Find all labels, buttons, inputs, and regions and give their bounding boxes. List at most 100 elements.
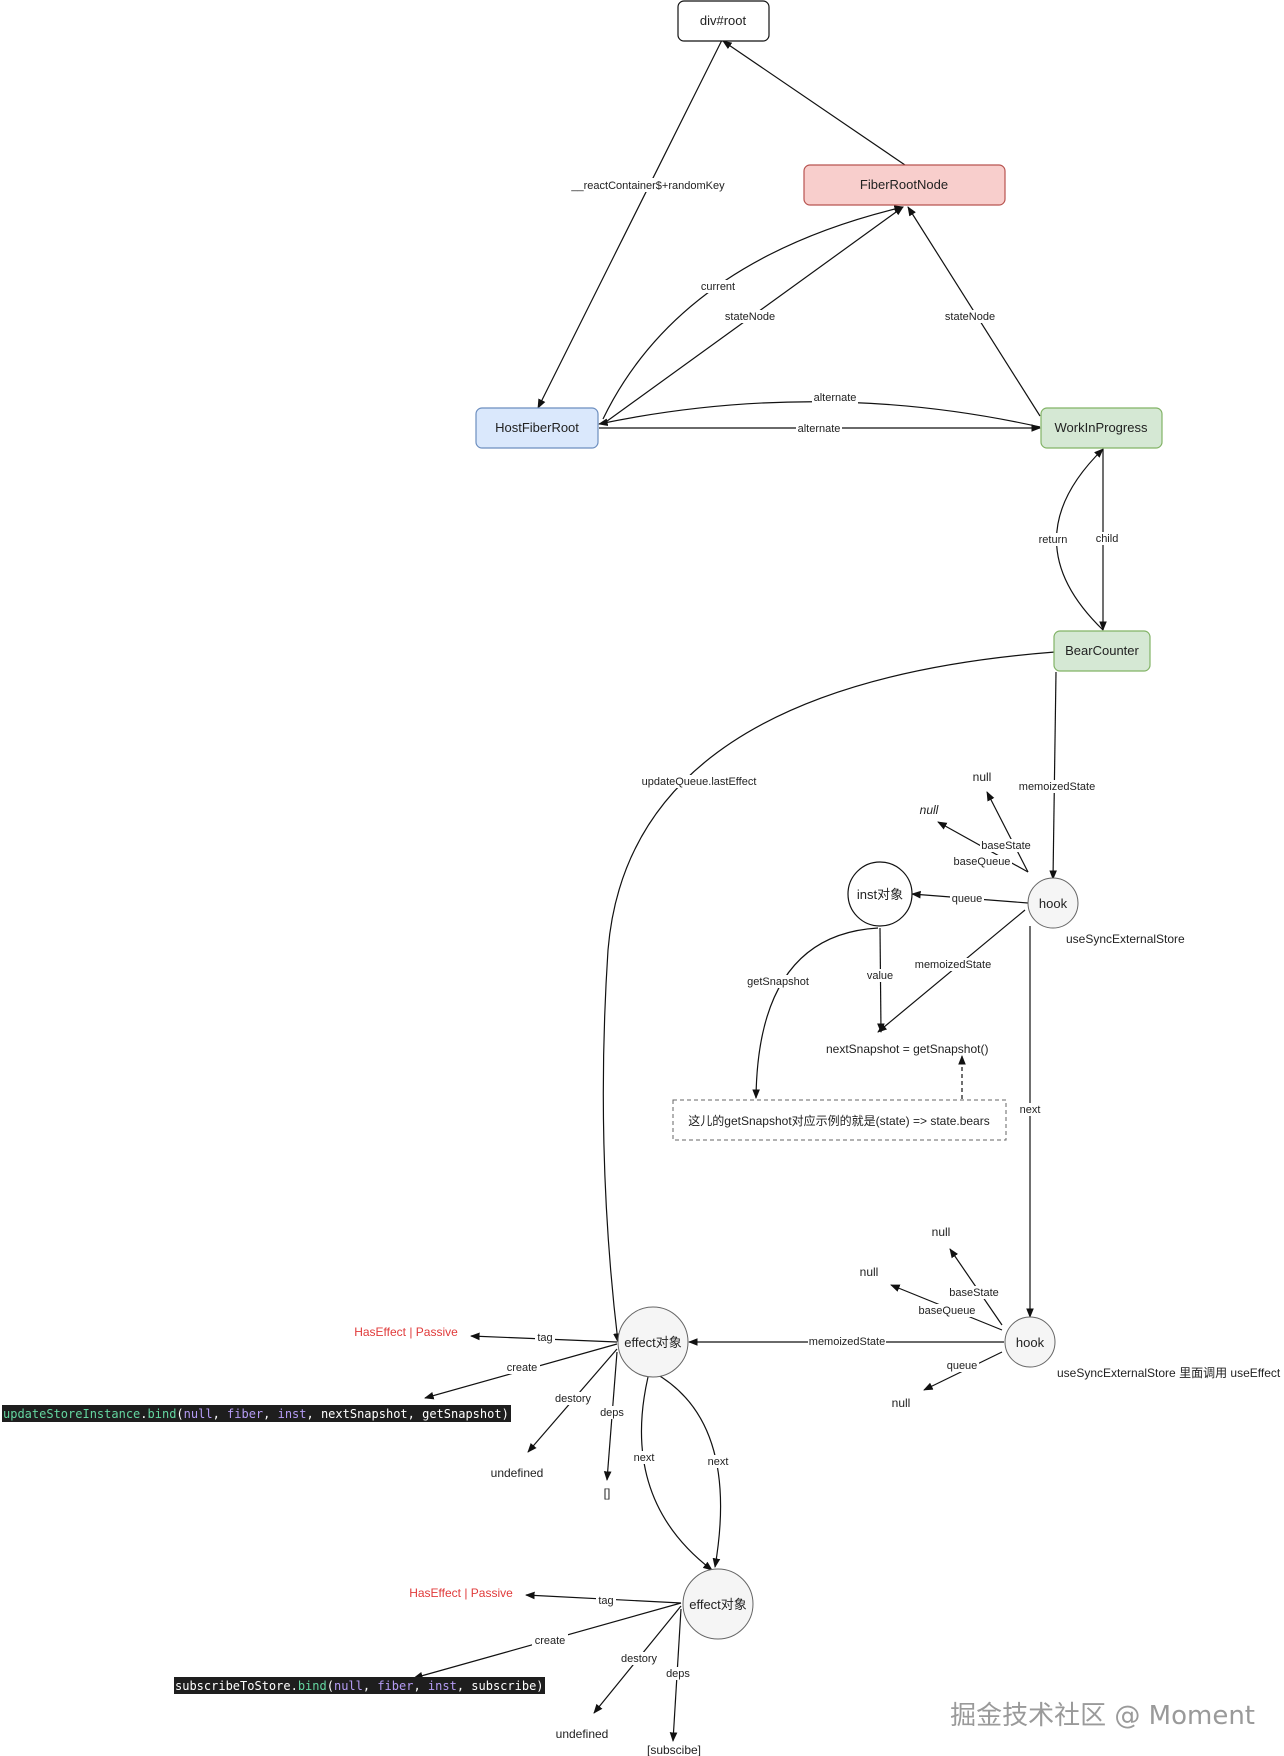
label-base-state-1: baseState bbox=[981, 840, 1031, 852]
label-memoized-state-1: memoizedState bbox=[1019, 781, 1095, 793]
label-next-a: next bbox=[634, 1452, 655, 1464]
edge-base-state-1 bbox=[986, 791, 1029, 873]
null-text-2b: null bbox=[860, 1265, 879, 1279]
node-work-in-progress[interactable]: WorkInProgress bbox=[1040, 407, 1163, 449]
code1-open: ( bbox=[176, 1407, 183, 1421]
code1-close: ) bbox=[502, 1407, 509, 1421]
label-memoized-state-2: memoizedState bbox=[809, 1336, 885, 1348]
node-hook-1[interactable]: hook bbox=[1027, 877, 1079, 929]
code2-dot: . bbox=[291, 1679, 298, 1693]
label-current: current bbox=[701, 281, 735, 293]
use-sync-external-store-label: useSyncExternalStore bbox=[1066, 932, 1185, 946]
code1-arg-inst: inst bbox=[278, 1407, 307, 1421]
label-create-1: create bbox=[507, 1362, 538, 1374]
code2-close: ) bbox=[536, 1679, 543, 1693]
edge-memoized-state-1 bbox=[1049, 671, 1057, 880]
node-div-root[interactable]: div#root bbox=[677, 0, 770, 42]
label-react-container: __reactContainer$+randomKey bbox=[570, 180, 725, 192]
label-update-queue: updateQueue.lastEffect bbox=[642, 776, 757, 788]
edge-get-snapshot bbox=[752, 927, 879, 1099]
node-fiber-root-node-label: FiberRootNode bbox=[860, 177, 948, 192]
code1-arg-get-snapshot: getSnapshot bbox=[422, 1407, 501, 1421]
label-get-snapshot: getSnapshot bbox=[747, 976, 809, 988]
watermark: 掘金技术社区 @ Moment bbox=[950, 1701, 1255, 1731]
code1-arg-fiber: fiber bbox=[227, 1407, 263, 1421]
node-hook-2[interactable]: hook bbox=[1004, 1316, 1056, 1368]
node-hook-1-label: hook bbox=[1039, 896, 1068, 911]
node-effect-2[interactable]: effect对象 bbox=[682, 1568, 754, 1640]
node-effect-1-label: effect对象 bbox=[624, 1335, 682, 1350]
deps-value-2: [subscibe] bbox=[647, 1743, 701, 1756]
label-queue-2: queue bbox=[947, 1360, 978, 1372]
code1-comma-2: , bbox=[263, 1407, 277, 1421]
svg-text:subscribeToStore.bind(null, fi: subscribeToStore.bind(null, fiber, inst,… bbox=[175, 1679, 544, 1693]
node-host-fiber-root-label: HostFiberRoot bbox=[495, 420, 579, 435]
label-base-queue-2: baseQueue bbox=[919, 1305, 976, 1317]
edge-update-queue bbox=[602, 651, 1056, 1343]
next-snapshot-text: nextSnapshot = getSnapshot() bbox=[826, 1042, 988, 1056]
code1-dot: . bbox=[140, 1407, 147, 1421]
code2-comma-2: , bbox=[413, 1679, 427, 1693]
node-bear-counter-label: BearCounter bbox=[1065, 643, 1139, 658]
code1-comma-1: , bbox=[213, 1407, 227, 1421]
code1-comma-3: , bbox=[307, 1407, 321, 1421]
node-inst-label: inst对象 bbox=[857, 887, 903, 902]
label-alternate-bottom: alternate bbox=[798, 423, 841, 435]
null-text-2c: null bbox=[892, 1396, 911, 1410]
label-next-b: next bbox=[708, 1456, 729, 1468]
code1-arg-next-snapshot: nextSnapshot bbox=[321, 1407, 408, 1421]
edges bbox=[413, 39, 1107, 1742]
edge-labels: __reactContainer$+randomKey current stat… bbox=[504, 178, 1121, 1680]
has-effect-text-1: HasEffect | Passive bbox=[354, 1325, 458, 1339]
label-destory-2: destory bbox=[621, 1653, 658, 1665]
node-div-root-label: div#root bbox=[700, 13, 747, 28]
code2-arg-fiber: fiber bbox=[377, 1679, 413, 1693]
code2-bind: bind bbox=[298, 1679, 327, 1693]
code-snippet-1: updateStoreInstance.bind(null, fiber, in… bbox=[2, 1405, 511, 1422]
node-bear-counter[interactable]: BearCounter bbox=[1053, 630, 1151, 672]
code1-comma-4: , bbox=[408, 1407, 422, 1421]
label-queue-1: queue bbox=[952, 893, 983, 905]
label-value: value bbox=[867, 970, 893, 982]
label-create-2: create bbox=[535, 1635, 566, 1647]
label-memoized-inner: memoizedState bbox=[915, 959, 991, 971]
use-sync-use-effect-label: useSyncExternalStore 里面调用 useEffect bbox=[1057, 1366, 1281, 1380]
node-effect-1[interactable]: effect对象 bbox=[617, 1306, 689, 1378]
has-effect-text-2: HasEffect | Passive bbox=[409, 1586, 513, 1600]
edge-next-a bbox=[640, 1376, 713, 1571]
null-text-1b: null bbox=[920, 803, 939, 817]
code2-fn: subscribeToStore bbox=[175, 1679, 291, 1693]
null-text-2: null bbox=[932, 1225, 951, 1239]
code2-arg-inst: inst bbox=[428, 1679, 457, 1693]
label-base-state-2: baseState bbox=[949, 1287, 999, 1299]
nodes: div#root FiberRootNode HostFiberRoot Wor… bbox=[475, 0, 1163, 1640]
node-fiber-root-node[interactable]: FiberRootNode bbox=[803, 164, 1006, 206]
code2-open: ( bbox=[327, 1679, 334, 1693]
node-work-in-progress-label: WorkInProgress bbox=[1055, 420, 1148, 435]
note-box: 这儿的getSnapshot对应示例的就是(state) => state.be… bbox=[672, 1099, 1007, 1141]
label-statenode-left: stateNode bbox=[725, 311, 775, 323]
null-text-1: null bbox=[973, 770, 992, 784]
node-inst[interactable]: inst对象 bbox=[847, 861, 913, 927]
code1-arg-null: null bbox=[184, 1407, 213, 1421]
deps-value-1: [] bbox=[604, 1486, 611, 1500]
label-alternate-top: alternate bbox=[814, 392, 857, 404]
code2-comma-1: , bbox=[363, 1679, 377, 1693]
label-next-hook: next bbox=[1020, 1104, 1041, 1116]
code2-arg-subscribe: subscribe bbox=[471, 1679, 536, 1693]
code2-arg-null: null bbox=[334, 1679, 363, 1693]
node-host-fiber-root[interactable]: HostFiberRoot bbox=[475, 407, 599, 449]
code1-fn: updateStoreInstance bbox=[3, 1407, 140, 1421]
label-deps-1: deps bbox=[600, 1407, 624, 1419]
label-base-queue-1: baseQueue bbox=[954, 856, 1011, 868]
free-texts: null null useSyncExternalStore nextSnaps… bbox=[354, 770, 1281, 1756]
undefined-text-1: undefined bbox=[491, 1466, 544, 1480]
undefined-text-2: undefined bbox=[556, 1727, 609, 1741]
svg-text:updateStoreInstance.bind(null,: updateStoreInstance.bind(null, fiber, in… bbox=[3, 1407, 509, 1421]
code1-bind: bind bbox=[148, 1407, 177, 1421]
code-snippet-2: subscribeToStore.bind(null, fiber, inst,… bbox=[174, 1677, 545, 1694]
node-effect-2-label: effect对象 bbox=[689, 1597, 747, 1612]
label-deps-2: deps bbox=[666, 1668, 690, 1680]
edge-react-container bbox=[537, 39, 723, 409]
